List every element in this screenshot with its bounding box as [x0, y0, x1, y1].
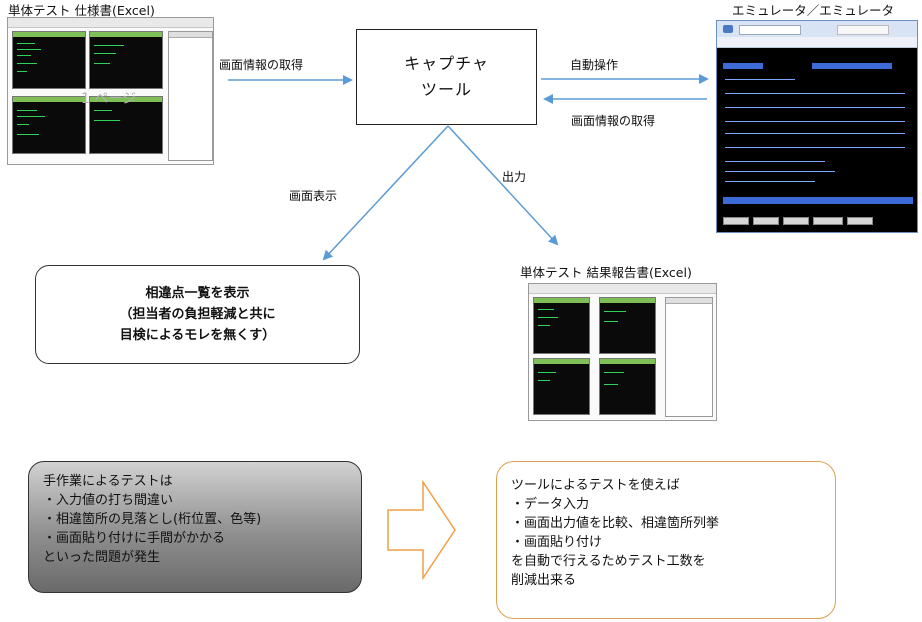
- tool-line: ・データ入力: [511, 497, 590, 512]
- capture-tool-line1: キャプチャ: [404, 54, 489, 73]
- arrow-display: [322, 125, 449, 261]
- emulator-status-bar: [723, 197, 913, 204]
- spec-pane-4: [89, 96, 163, 154]
- manual-line: ・相違箇所の見落とし(桁位置、色等): [43, 512, 262, 527]
- label-output: 出力: [502, 170, 527, 184]
- spec-pane-2: [89, 31, 163, 89]
- report-side-table: [665, 297, 713, 417]
- diff-note-line1: 相違点一覧を表示: [145, 286, 250, 301]
- diff-list-note: 相違点一覧を表示 （担当者の負担軽減と共に 目検によるモレを無くす）: [35, 265, 360, 364]
- arrow-output: [447, 125, 559, 246]
- emulator-menu-bar: [717, 37, 917, 48]
- manual-line: ・入力値の打ち間違い: [43, 493, 174, 508]
- manual-test-problems-box: 手作業によるテストは ・入力値の打ち間違い ・相違箇所の見落とし(桁位置、色等)…: [28, 461, 362, 593]
- tool-line: を自動で行えるためテスト工数を: [511, 554, 706, 569]
- capture-tool-line2: ツール: [420, 80, 472, 99]
- diff-note-line3: 目検によるモレを無くす）: [119, 328, 276, 343]
- report-pane-4: [599, 358, 656, 415]
- tool-line: 削減出来る: [511, 573, 577, 588]
- manual-line: ・画面貼り付けに手間がかかる: [43, 531, 226, 546]
- report-pane-1: [533, 297, 590, 354]
- diff-note-line2: （担当者の負担軽減と共に: [119, 307, 276, 322]
- label-emulator-to-tool: 画面情報の取得: [571, 114, 656, 128]
- tool-line: ・画面貼り付け: [511, 535, 603, 550]
- report-doc-title: 単体テスト 結果報告書(Excel): [520, 265, 692, 280]
- label-display: 画面表示: [289, 189, 338, 203]
- spec-doc-title: 単体テスト 仕様書(Excel): [8, 3, 155, 18]
- emulator-title: エミュレータ／エミュレータ: [732, 3, 895, 18]
- emulator-title-bar: [723, 63, 763, 69]
- spec-doc-thumbnail: 1 ページ: [7, 17, 214, 165]
- tool-line: ・画面出力値を比較、相違箇所列挙: [511, 516, 720, 531]
- tool-line: ツールによるテストを使えば: [511, 478, 680, 493]
- spec-page-watermark: 1 ページ: [81, 91, 137, 107]
- manual-line: といった問題が発生: [43, 550, 161, 565]
- label-spec-to-tool: 画面情報の取得: [219, 58, 304, 72]
- emulator-browser-toolbar: [717, 21, 917, 38]
- manual-line: 手作業によるテストは: [43, 474, 173, 489]
- report-pane-3: [533, 358, 590, 415]
- spec-pane-1: [12, 31, 86, 89]
- label-tool-to-emulator: 自動操作: [570, 58, 619, 72]
- spec-pane-3: [12, 96, 86, 154]
- report-doc-thumbnail: [528, 283, 717, 421]
- report-pane-2: [599, 297, 656, 354]
- emulator-screenshot: [716, 20, 918, 233]
- tool-test-benefits-box: ツールによるテストを使えば ・データ入力 ・画面出力値を比較、相違箇所列挙 ・画…: [496, 461, 836, 619]
- block-arrow-right: [387, 479, 456, 581]
- capture-tool-box: キャプチャ ツール: [356, 29, 537, 125]
- spec-side-table: [168, 31, 213, 161]
